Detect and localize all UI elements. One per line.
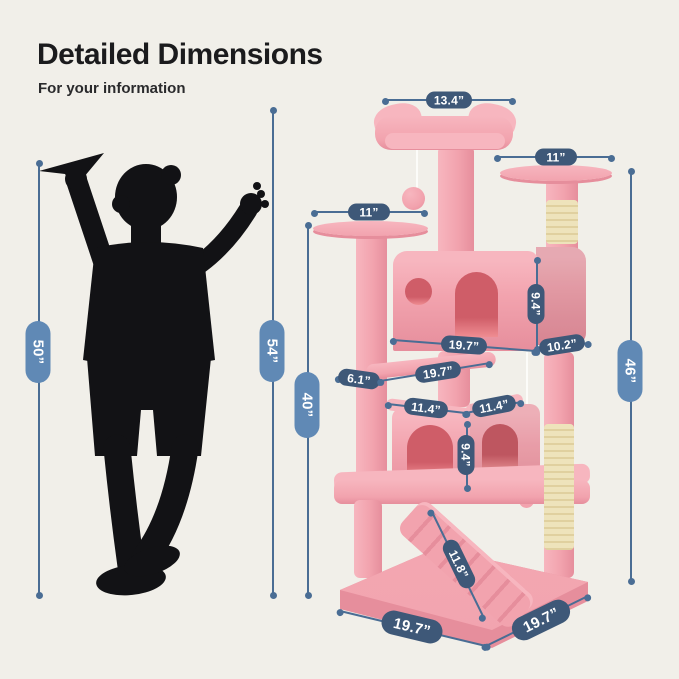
toy-string bbox=[416, 150, 418, 190]
lower-condo-entrance-right bbox=[482, 424, 518, 468]
dim-label-base-depth: 19.7” bbox=[507, 595, 575, 645]
dim-label-total-height: 54” bbox=[259, 320, 285, 382]
boy-silhouette bbox=[39, 153, 269, 596]
dim-label-shelf-depth: 6.1” bbox=[337, 367, 381, 391]
sisal-wrap-upper bbox=[546, 200, 578, 244]
upper-condo-entrance bbox=[455, 272, 498, 337]
dim-label-lower-condo-edge-left: 11.4” bbox=[403, 396, 449, 420]
dim-label-base-width: 19.7” bbox=[379, 608, 445, 646]
dim-label-person-height: 50” bbox=[25, 321, 51, 383]
top-post bbox=[438, 146, 474, 258]
dim-label-right-column-height: 46” bbox=[617, 340, 643, 402]
dim-label-right-platform-width: 11” bbox=[535, 148, 577, 166]
dim-label-left-platform-width: 11” bbox=[348, 203, 390, 221]
dim-label-upper-condo-depth: 10.2” bbox=[537, 333, 587, 357]
dim-label-upper-condo-width: 19.7” bbox=[440, 334, 488, 356]
dim-label-left-platform-height: 40” bbox=[294, 372, 320, 438]
right-top-platform bbox=[500, 165, 612, 181]
dim-label-mid-shelf-width: 19.7” bbox=[413, 360, 463, 384]
dim-label-lower-condo-height: 9.4” bbox=[457, 435, 475, 475]
page-title: Detailed Dimensions bbox=[37, 38, 323, 71]
dim-label-lower-condo-edge-right: 11.4” bbox=[470, 393, 518, 419]
hanging-ball-toy bbox=[402, 187, 425, 210]
dim-label-upper-condo-height: 9.4” bbox=[527, 284, 545, 324]
left-platform bbox=[313, 221, 428, 236]
dim-label-ramp-length: 11.8” bbox=[439, 536, 479, 592]
top-perch-lip bbox=[385, 133, 505, 149]
upper-condo-window bbox=[405, 278, 432, 305]
page-subtitle: For your information bbox=[38, 80, 186, 97]
left-lower-post bbox=[354, 500, 382, 578]
sisal-wrap-lower bbox=[544, 424, 574, 550]
dim-label-top-perch-width: 13.4” bbox=[426, 91, 472, 109]
